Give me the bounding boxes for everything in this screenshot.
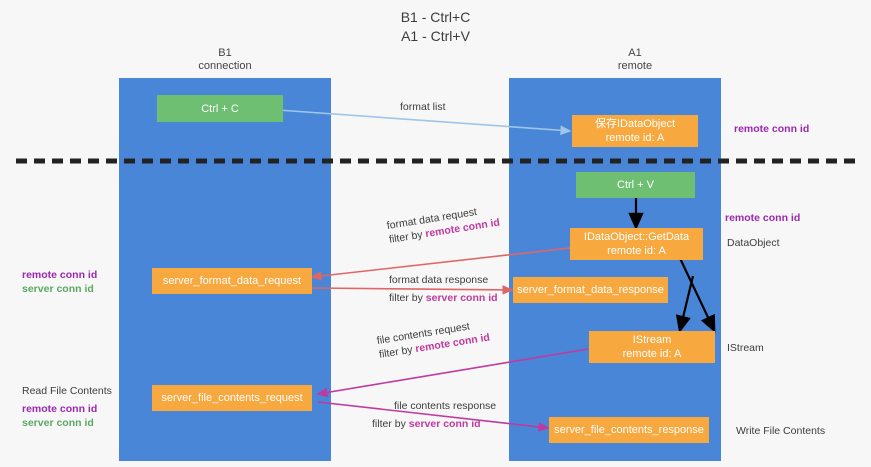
- box-save-idataobject-line2: remote id: A: [605, 132, 665, 144]
- column-a1-subtitle: remote: [617, 60, 653, 72]
- note-right-istream: IStream: [727, 342, 764, 354]
- note-right-remote-conn-id-top: remote conn id: [734, 123, 810, 135]
- edge-label-format-data-request: format data request filter by remote con…: [386, 202, 501, 247]
- edge-label-format-data-response: format data response filter by server co…: [389, 273, 498, 305]
- filter-prefix: filter by: [372, 418, 409, 430]
- edge-label-file-contents-response-text: file contents response: [394, 400, 497, 412]
- box-ctrl-v[interactable]: Ctrl + V: [576, 172, 695, 198]
- edge-label-file-contents-response-filter: filter by server conn id: [372, 417, 496, 431]
- box-getdata-line1: IDataObject::GetData: [583, 231, 690, 243]
- note-left-server-conn-id-mid: server conn id: [22, 283, 94, 295]
- box-server-format-data-response[interactable]: server_format_data_response: [513, 277, 668, 303]
- note-right-write-file-contents: Write File Contents: [736, 425, 826, 437]
- column-header-a1: A1 remote: [560, 47, 710, 73]
- box-idataobject-getdata[interactable]: IDataObject::GetData remote id: A: [570, 228, 703, 260]
- edge-label-format-data-response-filter: filter by server conn id: [389, 291, 498, 305]
- box-getdata-line2: remote id: A: [607, 245, 666, 257]
- box-server-format-data-request-label: server_format_data_request: [162, 275, 302, 287]
- note-left-remote-conn-id-bottom: remote conn id: [22, 403, 98, 415]
- box-ctrl-v-label: Ctrl + V: [617, 179, 654, 191]
- box-istream-line1: IStream: [632, 334, 672, 346]
- note-right-dataobject: DataObject: [727, 237, 780, 249]
- diagram-title: B1 - Ctrl+C A1 - Ctrl+V: [0, 8, 871, 46]
- note-left-server-conn-id-bottom: server conn id: [22, 417, 94, 429]
- box-ctrl-c-label: Ctrl + C: [201, 102, 239, 115]
- note-left-read-file-contents: Read File Contents: [22, 385, 112, 397]
- column-b1-subtitle: connection: [198, 60, 252, 72]
- box-ctrl-c[interactable]: Ctrl + C: [157, 95, 283, 122]
- edge-label-file-contents-request: file contents request filter by remote c…: [376, 317, 491, 362]
- box-server-format-data-response-label: server_format_data_response: [517, 284, 664, 296]
- box-save-idataobject[interactable]: 保存IDataObject remote id: A: [572, 115, 698, 147]
- note-left-remote-conn-id-mid: remote conn id: [22, 269, 98, 281]
- box-istream[interactable]: IStream remote id: A: [589, 331, 715, 363]
- filter-key: server conn id: [408, 418, 481, 430]
- edge-label-file-contents-response: file contents response filter by server …: [372, 399, 497, 431]
- box-server-file-contents-request[interactable]: server_file_contents_request: [152, 385, 312, 411]
- filter-prefix: filter by: [389, 292, 426, 304]
- box-server-file-contents-request-label: server_file_contents_request: [161, 392, 303, 404]
- edge-label-format-data-response-text: format data response: [389, 274, 489, 286]
- box-server-format-data-request[interactable]: server_format_data_request: [152, 268, 312, 294]
- column-header-b1: B1 connection: [150, 47, 300, 73]
- box-server-file-contents-response-label: server_file_contents_response: [554, 424, 704, 436]
- column-a1-name: A1: [628, 47, 642, 59]
- title-line-2: A1 - Ctrl+V: [401, 28, 470, 44]
- edge-label-format-list-text: format list: [400, 101, 446, 113]
- edge-label-format-list: format list: [400, 100, 446, 114]
- box-istream-line2: remote id: A: [622, 348, 682, 360]
- column-b1-name: B1: [218, 47, 232, 59]
- box-server-file-contents-response[interactable]: server_file_contents_response: [549, 417, 709, 443]
- filter-key: server conn id: [425, 292, 498, 304]
- title-line-1: B1 - Ctrl+C: [400, 9, 471, 25]
- note-right-remote-conn-id-mid: remote conn id: [725, 212, 801, 224]
- box-save-idataobject-line1: 保存IDataObject: [594, 118, 676, 130]
